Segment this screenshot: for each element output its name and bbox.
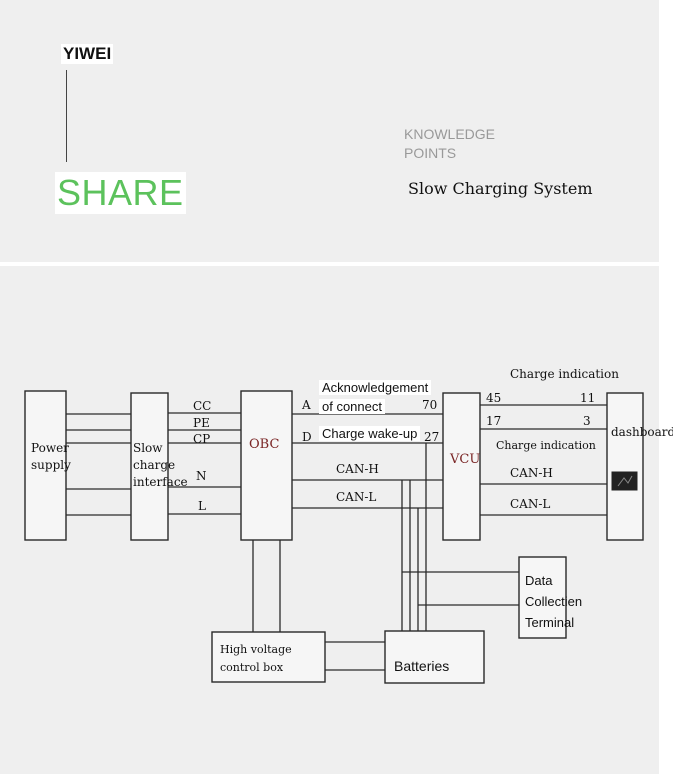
label-ack-line1: Acknowledgement <box>319 380 432 395</box>
label-can-l-left: CAN-L <box>336 490 377 504</box>
node-power-supply: Power supply <box>31 441 71 472</box>
signal-cc: CC <box>193 399 212 413</box>
pin-45: 45 <box>486 391 502 405</box>
slow-charge-interface-box <box>130 392 169 541</box>
pin-27: 27 <box>424 430 440 444</box>
batteries-box <box>384 630 485 684</box>
vcu-box <box>442 392 481 541</box>
pin-3: 3 <box>583 414 591 428</box>
signal-cp: CP <box>193 432 211 446</box>
node-batteries: Batteries <box>394 658 450 674</box>
label-charge-indication-mid: Charge indication <box>496 439 596 452</box>
diagram-panel <box>0 266 659 774</box>
label-can-h-left: CAN-H <box>336 462 379 476</box>
points-label: POINTS <box>404 145 457 161</box>
pin-a: A <box>302 398 311 412</box>
power-supply-box <box>24 390 67 541</box>
dashboard-box <box>606 392 644 541</box>
pin-70: 70 <box>422 398 438 412</box>
knowledge-label: KNOWLEDGE <box>404 126 496 142</box>
share-label: SHARE <box>55 172 186 214</box>
node-data-collection-terminal: Data Collectien Terminal <box>525 573 583 630</box>
node-obc: OBC <box>249 437 280 452</box>
obc-box <box>240 390 293 541</box>
header-panel <box>0 0 659 262</box>
high-voltage-control-box <box>211 631 326 683</box>
signal-n: N <box>196 469 207 483</box>
brand-label: YIWEI <box>61 44 114 64</box>
node-slow-charge-interface: Slow charge interface <box>133 441 188 489</box>
signal-pe: PE <box>193 416 210 430</box>
label-ack-line2: of connect <box>319 399 385 414</box>
node-high-voltage-control-box: High voltage control box <box>220 643 292 674</box>
label-can-l-right: CAN-L <box>510 497 551 511</box>
label-charge-wake-up: Charge wake-up <box>319 426 421 441</box>
label-can-h-right: CAN-H <box>510 466 553 480</box>
node-vcu: VCU <box>450 452 481 467</box>
brand-divider <box>66 70 67 162</box>
signal-l: L <box>198 499 206 513</box>
pin-d: D <box>302 430 312 444</box>
data-collection-terminal-box <box>518 556 567 639</box>
label-charge-indication-top: Charge indication <box>510 367 619 381</box>
pin-17: 17 <box>486 414 502 428</box>
page-title: Slow Charging System <box>408 179 593 198</box>
pin-11: 11 <box>580 391 596 405</box>
dashboard-display-icon <box>611 471 638 491</box>
node-dashboard: dashboard <box>611 425 673 439</box>
